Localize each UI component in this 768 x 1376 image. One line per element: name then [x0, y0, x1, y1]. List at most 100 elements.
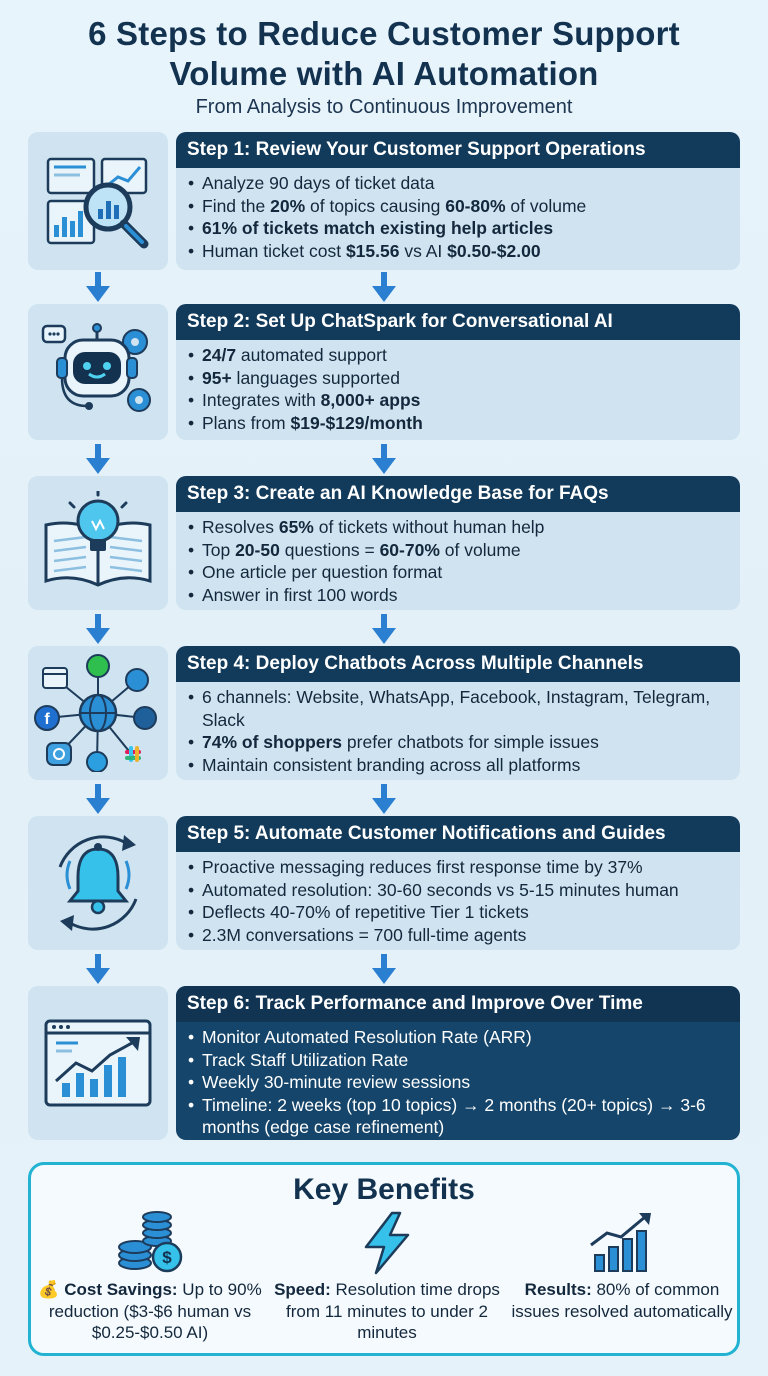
- bullet-bold-text: 20%: [270, 195, 306, 216]
- step-icon-box: [28, 476, 168, 610]
- svg-text:f: f: [44, 711, 50, 728]
- step-heading: Step 5: Automate Customer Notifications …: [176, 816, 740, 852]
- benefit-text: Speed: Resolution time drops from 11 min…: [272, 1279, 502, 1344]
- step-heading: Step 1: Review Your Customer Support Ope…: [176, 132, 740, 168]
- bullet-item: Monitor Automated Resolution Rate (ARR): [188, 1026, 730, 1049]
- step-bullet-list: Monitor Automated Resolution Rate (ARR)T…: [176, 1022, 740, 1139]
- bullet-text: prefer chatbots for simple issues: [342, 732, 599, 752]
- step-card-5: Step 5: Automate Customer Notifications …: [28, 816, 740, 950]
- step-bullet-list: Analyze 90 days of ticket dataFind the 2…: [176, 168, 740, 262]
- down-arrow-icon: [372, 272, 396, 302]
- bullet-item: Deflects 40-70% of repetitive Tier 1 tic…: [188, 901, 730, 924]
- benefit-label: Results:: [524, 1280, 592, 1299]
- step-content: Step 1: Review Your Customer Support Ope…: [176, 132, 740, 270]
- bullet-text: of volume: [505, 195, 587, 216]
- bullet-text: Track Staff Utilization Rate: [202, 1049, 409, 1070]
- bullet-bold-text: 95+: [202, 367, 232, 388]
- page-subtitle: From Analysis to Continuous Improvement: [195, 96, 573, 118]
- bullet-bold-text: $15.56: [345, 240, 400, 261]
- bullet-text: Weekly 30-minute review sessions: [202, 1072, 471, 1092]
- step-heading: Step 6: Track Performance and Improve Ov…: [176, 986, 740, 1022]
- bullet-bold-text: 65%: [278, 517, 314, 537]
- bullet-bold-text: $19-$129/month: [290, 412, 423, 433]
- benefit-description: 80% of common issues resolved automatica…: [511, 1280, 733, 1321]
- bullet-item: 74% of shoppers prefer chatbots for simp…: [188, 731, 730, 754]
- bullet-item: Timeline: 2 weeks (top 10 topics) → 2 mo…: [188, 1094, 730, 1139]
- bullet-item: Integrates with 8,000+ apps: [188, 389, 730, 412]
- bullet-bold-text: 74% of shoppers: [202, 732, 343, 752]
- bullet-item: One article per question format: [188, 561, 730, 584]
- step-icon-box: [28, 816, 168, 950]
- bullet-item: 24/7 automated support: [188, 344, 730, 367]
- bullet-bold-text: 24/7: [202, 345, 237, 365]
- bullet-bold-text: 8,000+ apps: [320, 390, 421, 410]
- bullet-bold-text: 60-70%: [379, 539, 440, 560]
- step-icon-box: [28, 986, 168, 1140]
- benefit-description: Resolution time drops from 11 minutes to…: [286, 1280, 500, 1342]
- bullet-item: Track Staff Utilization Rate: [188, 1049, 730, 1072]
- bullet-text: vs AI: [399, 240, 448, 261]
- bullet-bold-text: 60-80%: [445, 195, 506, 216]
- benefits-title: Key Benefits: [293, 1173, 475, 1206]
- coins-dollar-icon: $: [118, 1211, 183, 1273]
- benefit-label: Cost Savings:: [64, 1280, 178, 1299]
- bar-chart-growth-icon: [590, 1213, 651, 1272]
- bullet-bold-text: $0.50-$2.00: [447, 240, 541, 261]
- bullet-item: 6 channels: Website, WhatsApp, Facebook,…: [188, 686, 730, 731]
- bullet-item: 61% of tickets match existing help artic…: [188, 217, 730, 240]
- title-line-1: 6 Steps to Reduce Customer Support: [88, 15, 680, 52]
- bullet-text: 6 channels: Website, WhatsApp, Facebook,…: [202, 687, 711, 730]
- bullet-item: Plans from $19-$129/month: [188, 412, 730, 435]
- down-arrow-icon: [86, 784, 110, 814]
- bullet-item: Analyze 90 days of ticket data: [188, 172, 730, 195]
- step-card-2: Step 2: Set Up ChatSpark for Conversatio…: [28, 304, 740, 440]
- bullet-text: Plans from: [202, 412, 291, 433]
- bullet-bold-text: 61% of tickets match existing help artic…: [202, 218, 554, 238]
- bullet-text: Top: [202, 539, 236, 560]
- bullet-text: Find the: [202, 195, 271, 216]
- bullet-item: Maintain consistent branding across all …: [188, 754, 730, 777]
- bullet-item: Top 20-50 questions = 60-70% of volume: [188, 539, 730, 562]
- bullet-text: of volume: [439, 539, 521, 560]
- bullet-text: Timeline: 2 weeks (top 10 topics) → 2 mo…: [202, 1094, 706, 1138]
- bullet-bold-text: 20-50: [235, 539, 280, 560]
- lightning-icon: [364, 1211, 410, 1275]
- bullet-text: languages supported: [231, 367, 401, 388]
- bullet-text: Resolves: [202, 517, 279, 537]
- step-card-3: Step 3: Create an AI Knowledge Base for …: [28, 476, 740, 610]
- bullet-text: Maintain consistent branding across all …: [202, 754, 581, 775]
- step-bullet-list: 24/7 automated support95+ languages supp…: [176, 340, 740, 434]
- benefit-results: Results: 80% of common issues resolved a…: [507, 1211, 737, 1322]
- bullet-text: Monitor Automated Resolution Rate (ARR): [202, 1027, 532, 1047]
- bullet-item: Automated resolution: 30-60 seconds vs 5…: [188, 879, 730, 902]
- bullet-item: Resolves 65% of tickets without human he…: [188, 516, 730, 539]
- step-bullet-list: Resolves 65% of tickets without human he…: [176, 512, 740, 606]
- step-content: Step 4: Deploy Chatbots Across Multiple …: [176, 646, 740, 780]
- down-arrow-icon: [86, 614, 110, 644]
- bullet-item: 2.3M conversations = 700 full-time agent…: [188, 924, 730, 947]
- step-icon-box: [28, 304, 168, 440]
- down-arrow-icon: [372, 614, 396, 644]
- bullet-text: of topics causing: [305, 195, 446, 216]
- bullet-text: automated support: [236, 345, 387, 365]
- step-icon-box: [28, 132, 168, 270]
- step-heading: Step 2: Set Up ChatSpark for Conversatio…: [176, 304, 740, 340]
- bullet-text: Human ticket cost: [202, 240, 346, 261]
- bullet-text: Proactive messaging reduces first respon…: [202, 857, 643, 877]
- down-arrow-icon: [372, 784, 396, 814]
- step-card-4: f Step 4: Deploy Chatbots Across Multipl…: [28, 646, 740, 780]
- bullet-item: Weekly 30-minute review sessions: [188, 1071, 730, 1094]
- step-bullet-list: Proactive messaging reduces first respon…: [176, 852, 740, 946]
- step-content: Step 3: Create an AI Knowledge Base for …: [176, 476, 740, 610]
- down-arrow-icon: [372, 954, 396, 984]
- benefit-description: Up to 90% reduction ($3-$6 human vs $0.2…: [48, 1280, 262, 1342]
- down-arrow-icon: [372, 444, 396, 474]
- step-heading: Step 3: Create an AI Knowledge Base for …: [176, 476, 740, 512]
- down-arrow-icon: [86, 954, 110, 984]
- step-icon-box: f: [28, 646, 168, 780]
- bullet-text: Integrates with: [202, 390, 321, 410]
- benefit-speed: Speed: Resolution time drops from 11 min…: [272, 1211, 502, 1344]
- bullet-item: Proactive messaging reduces first respon…: [188, 856, 730, 879]
- money-bag-icon: 💰: [38, 1280, 60, 1299]
- step-content: Step 5: Automate Customer Notifications …: [176, 816, 740, 950]
